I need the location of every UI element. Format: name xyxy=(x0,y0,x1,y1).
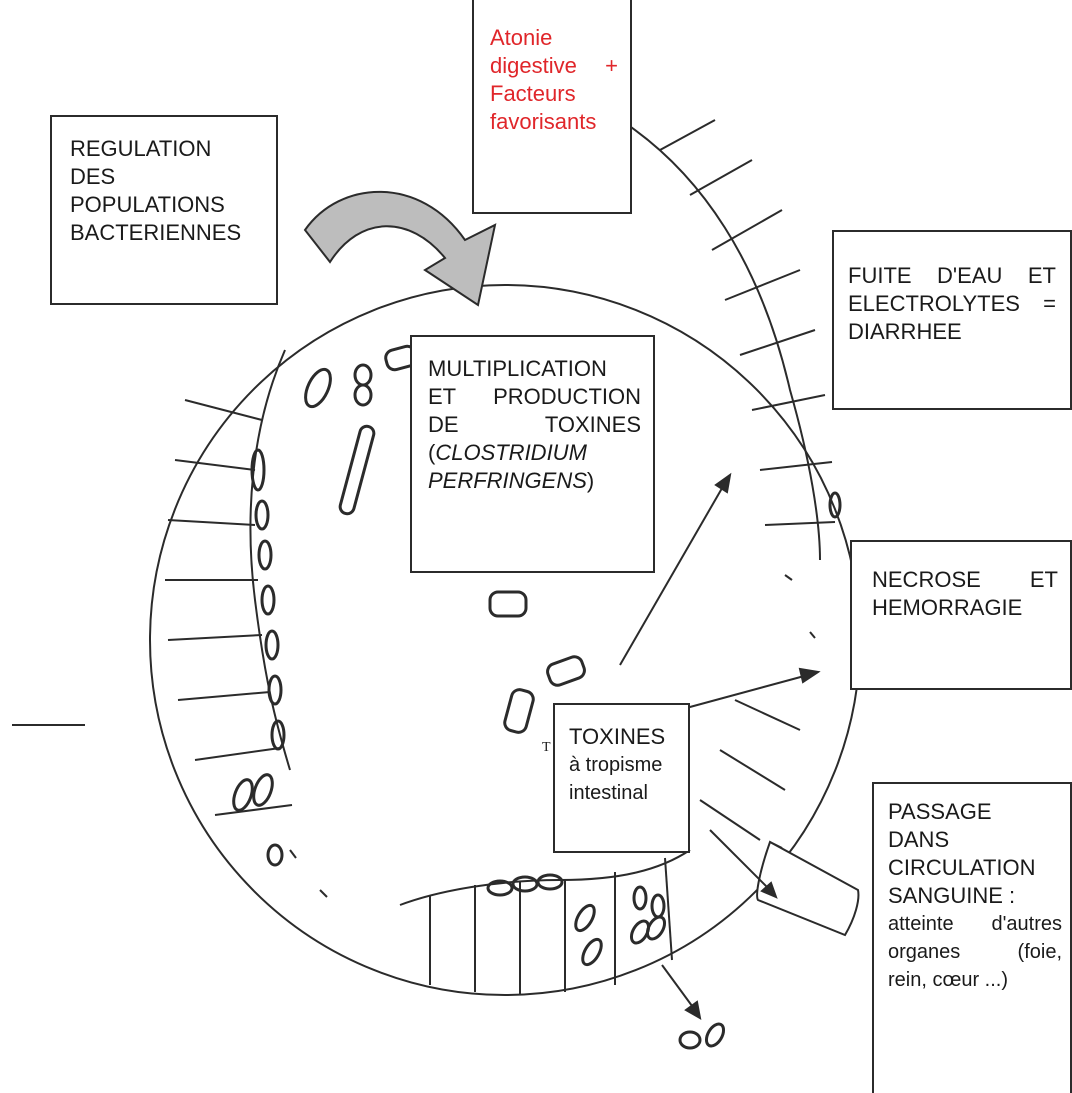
necrose-word-2: ET xyxy=(1030,566,1058,594)
regulation-line-1: REGULATION xyxy=(70,135,276,163)
species-perfringens: PERFRINGENS xyxy=(428,468,587,493)
atonie-line-3: Facteurs xyxy=(490,80,618,108)
fuite-line-2: ELECTROLYTES = xyxy=(848,290,1056,318)
atonie-plus: + xyxy=(605,52,618,80)
regulation-line-4: BACTERIENNES xyxy=(70,219,276,247)
passage-word-dautres: d'autres xyxy=(991,910,1062,938)
paren-close: ) xyxy=(587,468,594,493)
passage-word-foie: (foie, xyxy=(1018,938,1062,966)
regulation-line-3: POPULATIONS xyxy=(70,191,276,219)
necrose-line-1: NECROSE ET xyxy=(872,566,1058,594)
multiplication-word-toxines: TOXINES xyxy=(545,411,641,439)
passage-line-3: CIRCULATION xyxy=(888,854,1062,882)
passage-box: PASSAGE DANS CIRCULATION SANGUINE : atte… xyxy=(872,782,1072,1093)
toxines-line-1: TOXINES xyxy=(569,723,688,751)
fuite-word-3: ET xyxy=(1028,262,1056,290)
passage-line-4: SANGUINE : xyxy=(888,882,1062,910)
passage-line-5: atteinte d'autres xyxy=(888,910,1062,938)
toxines-line-2: à tropisme xyxy=(569,751,688,779)
atonie-line-1: Atonie xyxy=(490,24,618,52)
fuite-word-2: D'EAU xyxy=(937,262,1002,290)
toxines-box: TOXINES à tropisme intestinal xyxy=(553,703,690,853)
multiplication-line-3: DE TOXINES xyxy=(428,411,641,439)
atonie-line-4: favorisants xyxy=(490,108,618,136)
multiplication-word-et: ET xyxy=(428,383,456,411)
multiplication-word-production: PRODUCTION xyxy=(493,383,641,411)
passage-word-organes: organes xyxy=(888,938,960,966)
fuite-line-3: DIARRHEE xyxy=(848,318,1056,346)
atonie-word-digestive: digestive xyxy=(490,52,577,80)
toxines-line-3: intestinal xyxy=(569,779,688,807)
species-clostridium: CLOSTRIDIUM xyxy=(435,440,587,465)
atonie-box: Atonie digestive + Facteurs favorisants xyxy=(472,0,632,214)
multiplication-line-4: (CLOSTRIDIUM xyxy=(428,439,641,467)
regulation-box: REGULATION DES POPULATIONS BACTERIENNES xyxy=(50,115,278,305)
adherent-bacteria-left xyxy=(252,450,284,749)
regulation-line-2: DES xyxy=(70,163,276,191)
regulation-arrow xyxy=(305,192,495,305)
fuite-box: FUITE D'EAU ET ELECTROLYTES = DIARRHEE xyxy=(832,230,1072,410)
tissue-fragments xyxy=(12,575,815,897)
passage-line-7: rein, cœur ...) xyxy=(888,966,1062,994)
necrose-line-2: HEMORRAGIE xyxy=(872,594,1058,622)
multiplication-box: MULTIPLICATION ET PRODUCTION DE TOXINES … xyxy=(410,335,655,573)
fuite-word-5: = xyxy=(1043,290,1056,318)
passage-word-atteinte: atteinte xyxy=(888,910,954,938)
multiplication-line-1: MULTIPLICATION xyxy=(428,355,641,383)
fuite-line-1: FUITE D'EAU ET xyxy=(848,262,1056,290)
stray-mark: T xyxy=(542,740,551,756)
passage-line-1: PASSAGE xyxy=(888,798,1062,826)
necrose-word-1: NECROSE xyxy=(872,566,981,594)
fuite-word-1: FUITE xyxy=(848,262,912,290)
atonie-line-2: digestive + xyxy=(490,52,618,80)
passage-line-6: organes (foie, xyxy=(888,938,1062,966)
multiplication-line-5: PERFRINGENS) xyxy=(428,467,641,495)
necrose-box: NECROSE ET HEMORRAGIE xyxy=(850,540,1072,690)
multiplication-word-de: DE xyxy=(428,411,459,439)
multiplication-line-2: ET PRODUCTION xyxy=(428,383,641,411)
fuite-word-4: ELECTROLYTES xyxy=(848,290,1020,318)
passage-line-2: DANS xyxy=(888,826,1062,854)
